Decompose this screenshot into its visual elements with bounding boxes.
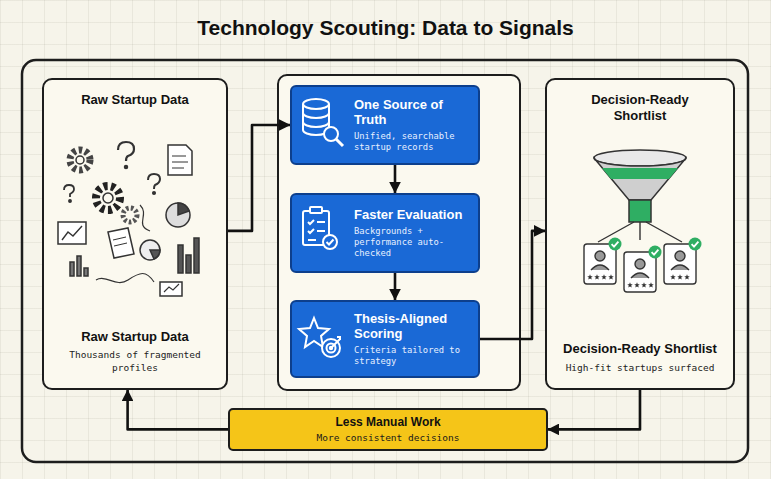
bottom-group: Decision-Ready ShortlistHigh-fit startup…	[563, 341, 717, 374]
outer-frame	[22, 60, 748, 462]
result-panel: Decision-Ready ShortlistDecision-Ready S…	[545, 78, 735, 390]
flow-arrow	[480, 231, 545, 339]
database-icon	[303, 99, 343, 146]
check-marks	[609, 238, 702, 259]
flow-arrow	[548, 390, 640, 429]
clipboard-icon	[303, 207, 337, 249]
process-box: Thesis-Aligned ScoringCriteria tailored …	[290, 300, 480, 378]
node-body: Unified, searchable startup records	[354, 131, 470, 153]
top-group: Raw Startup Data	[81, 92, 189, 108]
node-heading: Thesis-Aligned Scoring	[354, 311, 470, 342]
target-star-icon	[299, 318, 341, 357]
node-heading: Faster Evaluation	[354, 207, 470, 222]
raw-data-illustration	[58, 142, 199, 296]
node-body: Thousands of fragmented profiles	[54, 349, 216, 374]
node-heading: Less Manual Work	[335, 415, 440, 430]
flow-arrow	[128, 390, 228, 429]
flow-arrow	[228, 125, 290, 231]
node-heading: Decision-Ready Shortlist	[563, 341, 717, 357]
rating-stars	[587, 274, 690, 287]
process-box: One Source of TruthUnified, searchable s…	[290, 85, 480, 165]
process-group	[278, 75, 520, 390]
source-panel: Raw Startup DataRaw Startup DataThousand…	[42, 78, 228, 390]
node-body: Criteria tailored to strategy	[354, 345, 470, 367]
node-body: High-fit startups surfaced	[566, 362, 715, 374]
flow-arrow	[394, 165, 397, 193]
feedback-box: Less Manual WorkMore consistent decision…	[228, 408, 548, 451]
flow-arrow	[394, 273, 397, 300]
bottom-group: Raw Startup DataThousands of fragmented …	[54, 329, 216, 374]
node-heading: Decision-Ready Shortlist	[570, 92, 710, 125]
diagram-title: Technology Scouting: Data to Signals	[0, 16, 771, 40]
node-body: More consistent decisions	[317, 432, 460, 444]
node-body: Backgrounds + performance auto-checked	[354, 226, 470, 259]
shortlist-cards	[584, 244, 696, 292]
top-group: Decision-Ready Shortlist	[570, 92, 710, 125]
node-heading: Raw Startup Data	[81, 329, 189, 345]
node-heading: One Source of Truth	[354, 97, 470, 128]
funnel-illustration	[594, 150, 686, 242]
process-box: Faster EvaluationBackgrounds + performan…	[290, 193, 480, 273]
node-heading: Raw Startup Data	[81, 92, 189, 108]
